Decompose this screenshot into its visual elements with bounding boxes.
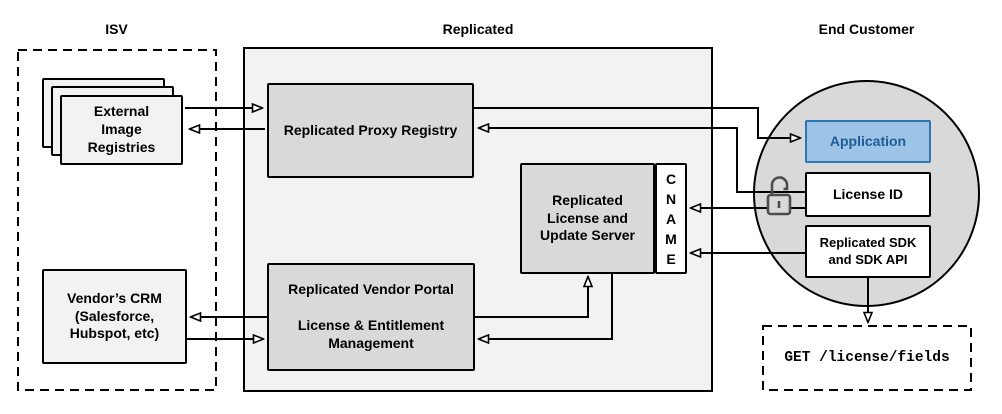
replicated-sdk-label: Replicated SDK and SDK API: [819, 234, 917, 267]
replicated-sdk-box: Replicated SDK and SDK API: [805, 225, 931, 278]
license-entitlement-management-label: License & Entitlement Management: [297, 317, 445, 351]
license-id-box: License ID: [805, 172, 931, 217]
section-title-end-customer: End Customer: [818, 21, 915, 37]
application-box: Application: [805, 120, 931, 163]
replicated-license-update-server-label: Replicated License and Update Server: [540, 191, 635, 244]
cname-letter: E: [666, 250, 676, 267]
application-label: Application: [829, 132, 907, 149]
replicated-proxy-registry-label: Replicated Proxy Registry: [283, 121, 458, 138]
vendors-crm-label: Vendor’s CRM (Salesforce, Hubspot, etc): [67, 289, 162, 342]
get-license-fields-label: GET /license/fields: [784, 350, 950, 366]
cname-box: C N A M E: [655, 163, 687, 274]
replicated-proxy-registry-box: Replicated Proxy Registry: [267, 83, 474, 178]
get-license-fields-box: GET /license/fields: [763, 326, 971, 390]
license-id-label: License ID: [832, 185, 904, 202]
cname-letter: N: [665, 190, 677, 207]
vendors-crm-box: Vendor’s CRM (Salesforce, Hubspot, etc): [42, 269, 187, 364]
section-title-isv: ISV: [105, 21, 128, 37]
cname-letter: A: [665, 210, 677, 227]
section-title-replicated: Replicated: [442, 21, 514, 37]
external-image-registries-label: External Image Registries: [87, 103, 156, 155]
cname-letter: M: [665, 230, 677, 247]
external-image-registries-box: External Image Registries: [60, 95, 183, 165]
replicated-license-update-server-box: Replicated License and Update Server: [520, 163, 655, 274]
replicated-vendor-portal-title: Replicated Vendor Portal: [288, 281, 454, 298]
cname-letter: C: [665, 170, 677, 187]
unlocked-padlock-icon: [766, 176, 792, 216]
replicated-vendor-portal-box: Replicated Vendor Portal License & Entit…: [267, 263, 475, 371]
